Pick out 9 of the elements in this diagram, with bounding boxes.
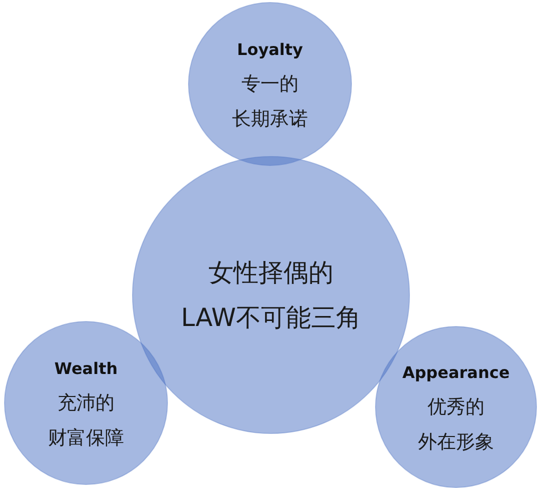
small-circle bbox=[4, 321, 168, 485]
circle-text: 女性择偶的LAW不可能三角 bbox=[181, 257, 361, 334]
small-circle bbox=[375, 326, 537, 488]
circle-text: 充沛的财富保障 bbox=[48, 390, 124, 450]
circle-heading: Appearance bbox=[402, 362, 510, 384]
circle-heading: Loyalty bbox=[237, 38, 303, 60]
circle-text: 专一的长期承诺 bbox=[232, 72, 308, 132]
circle-heading: Wealth bbox=[54, 358, 118, 380]
circle-text: 优秀的外在形象 bbox=[418, 394, 494, 454]
